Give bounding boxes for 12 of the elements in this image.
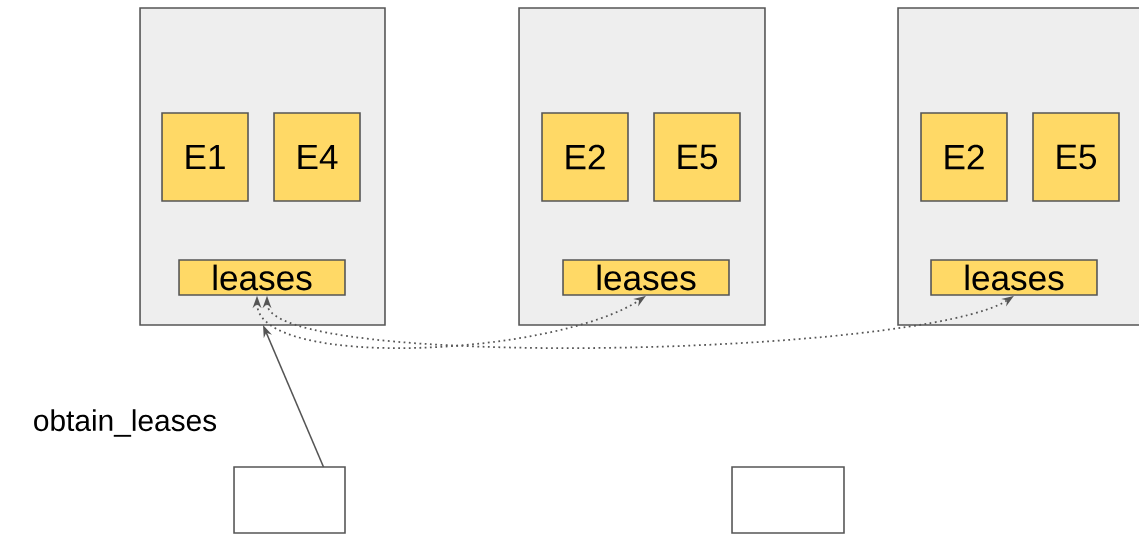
edge-label: obtain_leases bbox=[31, 407, 219, 439]
entity-box: E1 bbox=[161, 112, 249, 202]
lease-box: leases bbox=[178, 259, 346, 296]
lease-box: leases bbox=[930, 259, 1098, 296]
lease-box: leases bbox=[562, 259, 730, 296]
box bbox=[233, 466, 346, 534]
entity-box: E2 bbox=[920, 112, 1008, 202]
entity-box: E5 bbox=[653, 112, 741, 202]
box bbox=[731, 466, 845, 534]
entity-box: E4 bbox=[273, 112, 361, 202]
entity-box: E2 bbox=[541, 112, 629, 202]
entity-box: E5 bbox=[1032, 112, 1120, 202]
